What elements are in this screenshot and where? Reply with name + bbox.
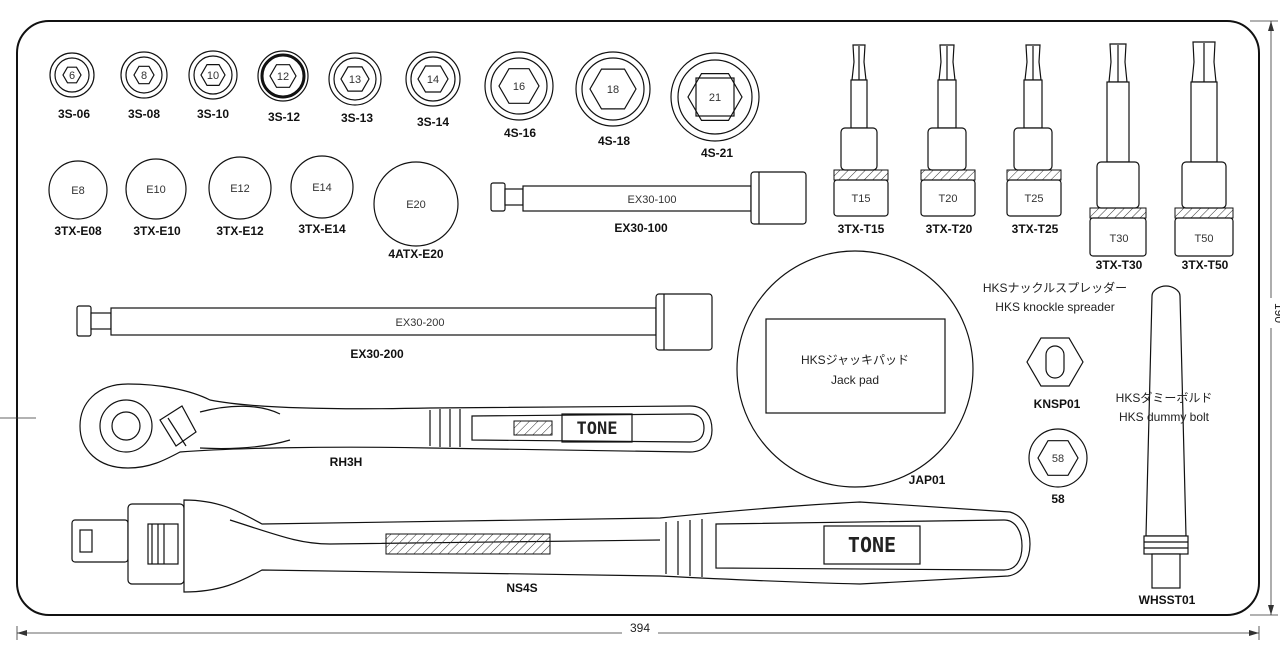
extension-marking: EX30-200: [396, 317, 445, 329]
jack-pad-JAP01: HKSジャッキパッド Jack pad JAP01: [736, 250, 974, 488]
dimension-height: 190: [1250, 20, 1280, 616]
jack-pad-label-en: Jack pad: [831, 373, 879, 387]
dummy-bolt-label-en: HKS dummy bolt: [1119, 410, 1210, 424]
socket-size: 12: [277, 71, 289, 83]
socket-size: 8: [141, 70, 147, 82]
tray-outline: [16, 20, 1260, 616]
bit-code: 3TX-T15: [838, 222, 885, 236]
e-socket-3TX-E08: E8 3TX-E08: [48, 160, 108, 238]
socket-code: 4S-21: [701, 146, 733, 160]
bit-code: 3TX-T25: [1012, 222, 1059, 236]
jack-pad-label-jp: HKSジャッキパッド: [801, 353, 909, 367]
dimension-height-label: 190: [1272, 303, 1280, 323]
ratchet-brand-logo: TONE: [577, 419, 618, 439]
breaker-bar-code: NS4S: [506, 581, 537, 595]
e-socket-size: E20: [406, 199, 426, 211]
extension-code: EX30-200: [350, 347, 404, 361]
socket-size: 14: [427, 74, 439, 86]
socket-4S-16: 16 4S-16: [484, 51, 554, 140]
socket-size: 18: [607, 84, 619, 96]
e-socket-code: 3TX-E12: [216, 224, 264, 238]
e-socket-3TX-E14: E14 3TX-E14: [290, 155, 354, 236]
socket-58-code: 58: [1051, 492, 1065, 506]
socket-size: 21: [709, 92, 721, 104]
socket-3S-10: 10 3S-10: [188, 50, 238, 121]
e-socket-code: 3TX-E14: [298, 222, 346, 236]
socket-code: 4S-16: [504, 126, 536, 140]
socket-code: 3S-06: [58, 107, 90, 121]
socket-3S-14: 14 3S-14: [405, 51, 461, 129]
bit-size: T25: [1025, 193, 1044, 205]
e-socket-3TX-E10: E10 3TX-E10: [125, 158, 187, 238]
torx-bit-3TX-T15: T15 3TX-T15: [833, 44, 889, 236]
e-socket-size: E14: [312, 182, 332, 194]
jack-pad-code: JAP01: [909, 473, 946, 487]
knuckle-spreader-label-jp: HKSナックルスプレッダー: [983, 280, 1127, 295]
socket-4S-21: 21 4S-21: [670, 52, 760, 160]
bit-size: T15: [852, 193, 871, 205]
torx-bit-3TX-T50: T50 3TX-T50: [1174, 41, 1234, 272]
extension-EX30-100: EX30-100 EX30-100: [490, 171, 807, 235]
ratchet-RH3H: TONE RH3H: [79, 383, 713, 469]
socket-code: 3S-13: [341, 111, 373, 125]
knuckle-spreader-code: KNSP01: [1034, 397, 1081, 411]
breaker-bar-brand-logo: TONE: [848, 533, 896, 557]
dummy-bolt-code: WHSST01: [1139, 593, 1196, 607]
e-socket-size: E12: [230, 183, 250, 195]
extension-marking: EX30-100: [628, 194, 677, 206]
extension-EX30-200: EX30-200 EX30-200: [76, 293, 713, 361]
socket-3S-12: 12 3S-12: [257, 50, 309, 124]
bit-size: T50: [1195, 233, 1214, 245]
bit-code: 3TX-T50: [1182, 258, 1229, 272]
dummy-bolt-label-jp: HKSダミーボルド: [1116, 390, 1213, 405]
knuckle-spreader-label-en: HKS knockle spreader: [995, 300, 1114, 314]
socket-size: 6: [69, 70, 75, 82]
socket-code: 3S-08: [128, 107, 160, 121]
e-socket-size: E10: [146, 184, 166, 196]
socket-code: 3S-14: [417, 115, 449, 129]
socket-code: 4S-18: [598, 134, 630, 148]
socket-4S-18: 18 4S-18: [575, 51, 651, 148]
e-socket-3TX-E12: E12 3TX-E12: [208, 156, 272, 238]
socket-58-size: 58: [1052, 453, 1064, 465]
knuckle-spreader-KNSP01: HKSナックルスプレッダー HKS knockle spreader KNSP0…: [983, 280, 1127, 411]
bit-code: 3TX-T30: [1096, 258, 1143, 272]
e-socket-code: 3TX-E10: [133, 224, 181, 238]
bit-size: T30: [1110, 233, 1129, 245]
torx-bit-3TX-T20: T20 3TX-T20: [920, 44, 976, 236]
socket-size: 16: [513, 81, 525, 93]
breaker-bar-NS4S: TONE NS4S: [71, 499, 1031, 595]
torx-bit-3TX-T25: T25 3TX-T25: [1006, 44, 1062, 236]
extension-code: EX30-100: [614, 221, 668, 235]
e-socket-size: E8: [71, 185, 84, 197]
dimension-width: 394: [16, 620, 1260, 640]
bit-code: 3TX-T20: [926, 222, 973, 236]
socket-size: 10: [207, 70, 219, 82]
bit-size: T20: [939, 193, 958, 205]
socket-3S-06: 6 3S-06: [49, 52, 95, 121]
dummy-bolt-WHSST01: HKSダミーボルド HKS dummy bolt WHSST01: [1116, 285, 1213, 607]
ratchet-code: RH3H: [330, 455, 363, 469]
socket-size: 13: [349, 74, 361, 86]
e-socket-code: 3TX-E08: [54, 224, 102, 238]
socket-code: 3S-12: [268, 110, 300, 124]
e-socket-code: 4ATX-E20: [388, 247, 443, 261]
torx-bit-3TX-T30: T30 3TX-T30: [1089, 43, 1147, 272]
dimension-width-label: 394: [630, 621, 650, 635]
socket-3S-08: 8 3S-08: [120, 51, 168, 121]
e-socket-4ATX-E20: E20 4ATX-E20: [373, 161, 459, 261]
socket-3S-13: 13 3S-13: [328, 52, 382, 125]
socket-58: 58 58: [1028, 428, 1088, 506]
socket-code: 3S-10: [197, 107, 229, 121]
